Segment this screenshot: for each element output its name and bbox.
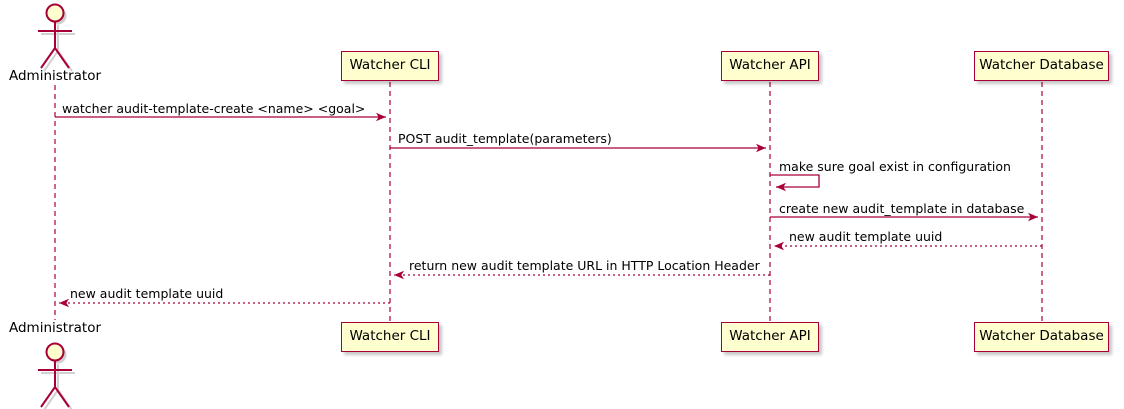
participant-label-watcher-cli-top: Watcher CLI [349, 57, 431, 74]
participant-box-watcher-cli-top[interactable]: Watcher CLI [341, 51, 439, 81]
participant-box-watcher-database-bottom[interactable]: Watcher Database [974, 322, 1109, 352]
message-label-4: new audit template uuid [789, 229, 943, 244]
actor-label-administrator-bottom: Administrator [8, 320, 102, 336]
participant-box-watcher-api-bottom[interactable]: Watcher API [721, 322, 819, 352]
message-label-5: return new audit template URL in HTTP Lo… [409, 258, 760, 273]
actor-administrator-top [38, 3, 75, 72]
actor-administrator-bottom [38, 342, 75, 409]
participant-box-watcher-api-top[interactable]: Watcher API [721, 51, 819, 81]
message-label-1: POST audit_template(parameters) [398, 131, 612, 146]
participant-label-watcher-cli-bottom: Watcher CLI [349, 328, 431, 345]
message-label-6: new audit template uuid [70, 286, 224, 301]
participant-label-watcher-api-top: Watcher API [729, 57, 811, 74]
message-label-2: make sure goal exist in configuration [779, 159, 1011, 174]
actor-label-administrator-top: Administrator [8, 68, 102, 84]
participant-box-watcher-cli-bottom[interactable]: Watcher CLI [341, 322, 439, 352]
message-label-3: create new audit_template in database [779, 201, 1025, 216]
participant-label-watcher-database-bottom: Watcher Database [979, 328, 1104, 345]
participant-label-watcher-database-top: Watcher Database [979, 57, 1104, 74]
lifelines [54, 82, 1043, 322]
message-arrow-2-self [770, 174, 820, 192]
message-label-0: watcher audit-template-create <name> <go… [62, 101, 366, 116]
participant-box-watcher-database-top[interactable]: Watcher Database [974, 51, 1109, 81]
participant-label-watcher-api-bottom: Watcher API [729, 328, 811, 345]
